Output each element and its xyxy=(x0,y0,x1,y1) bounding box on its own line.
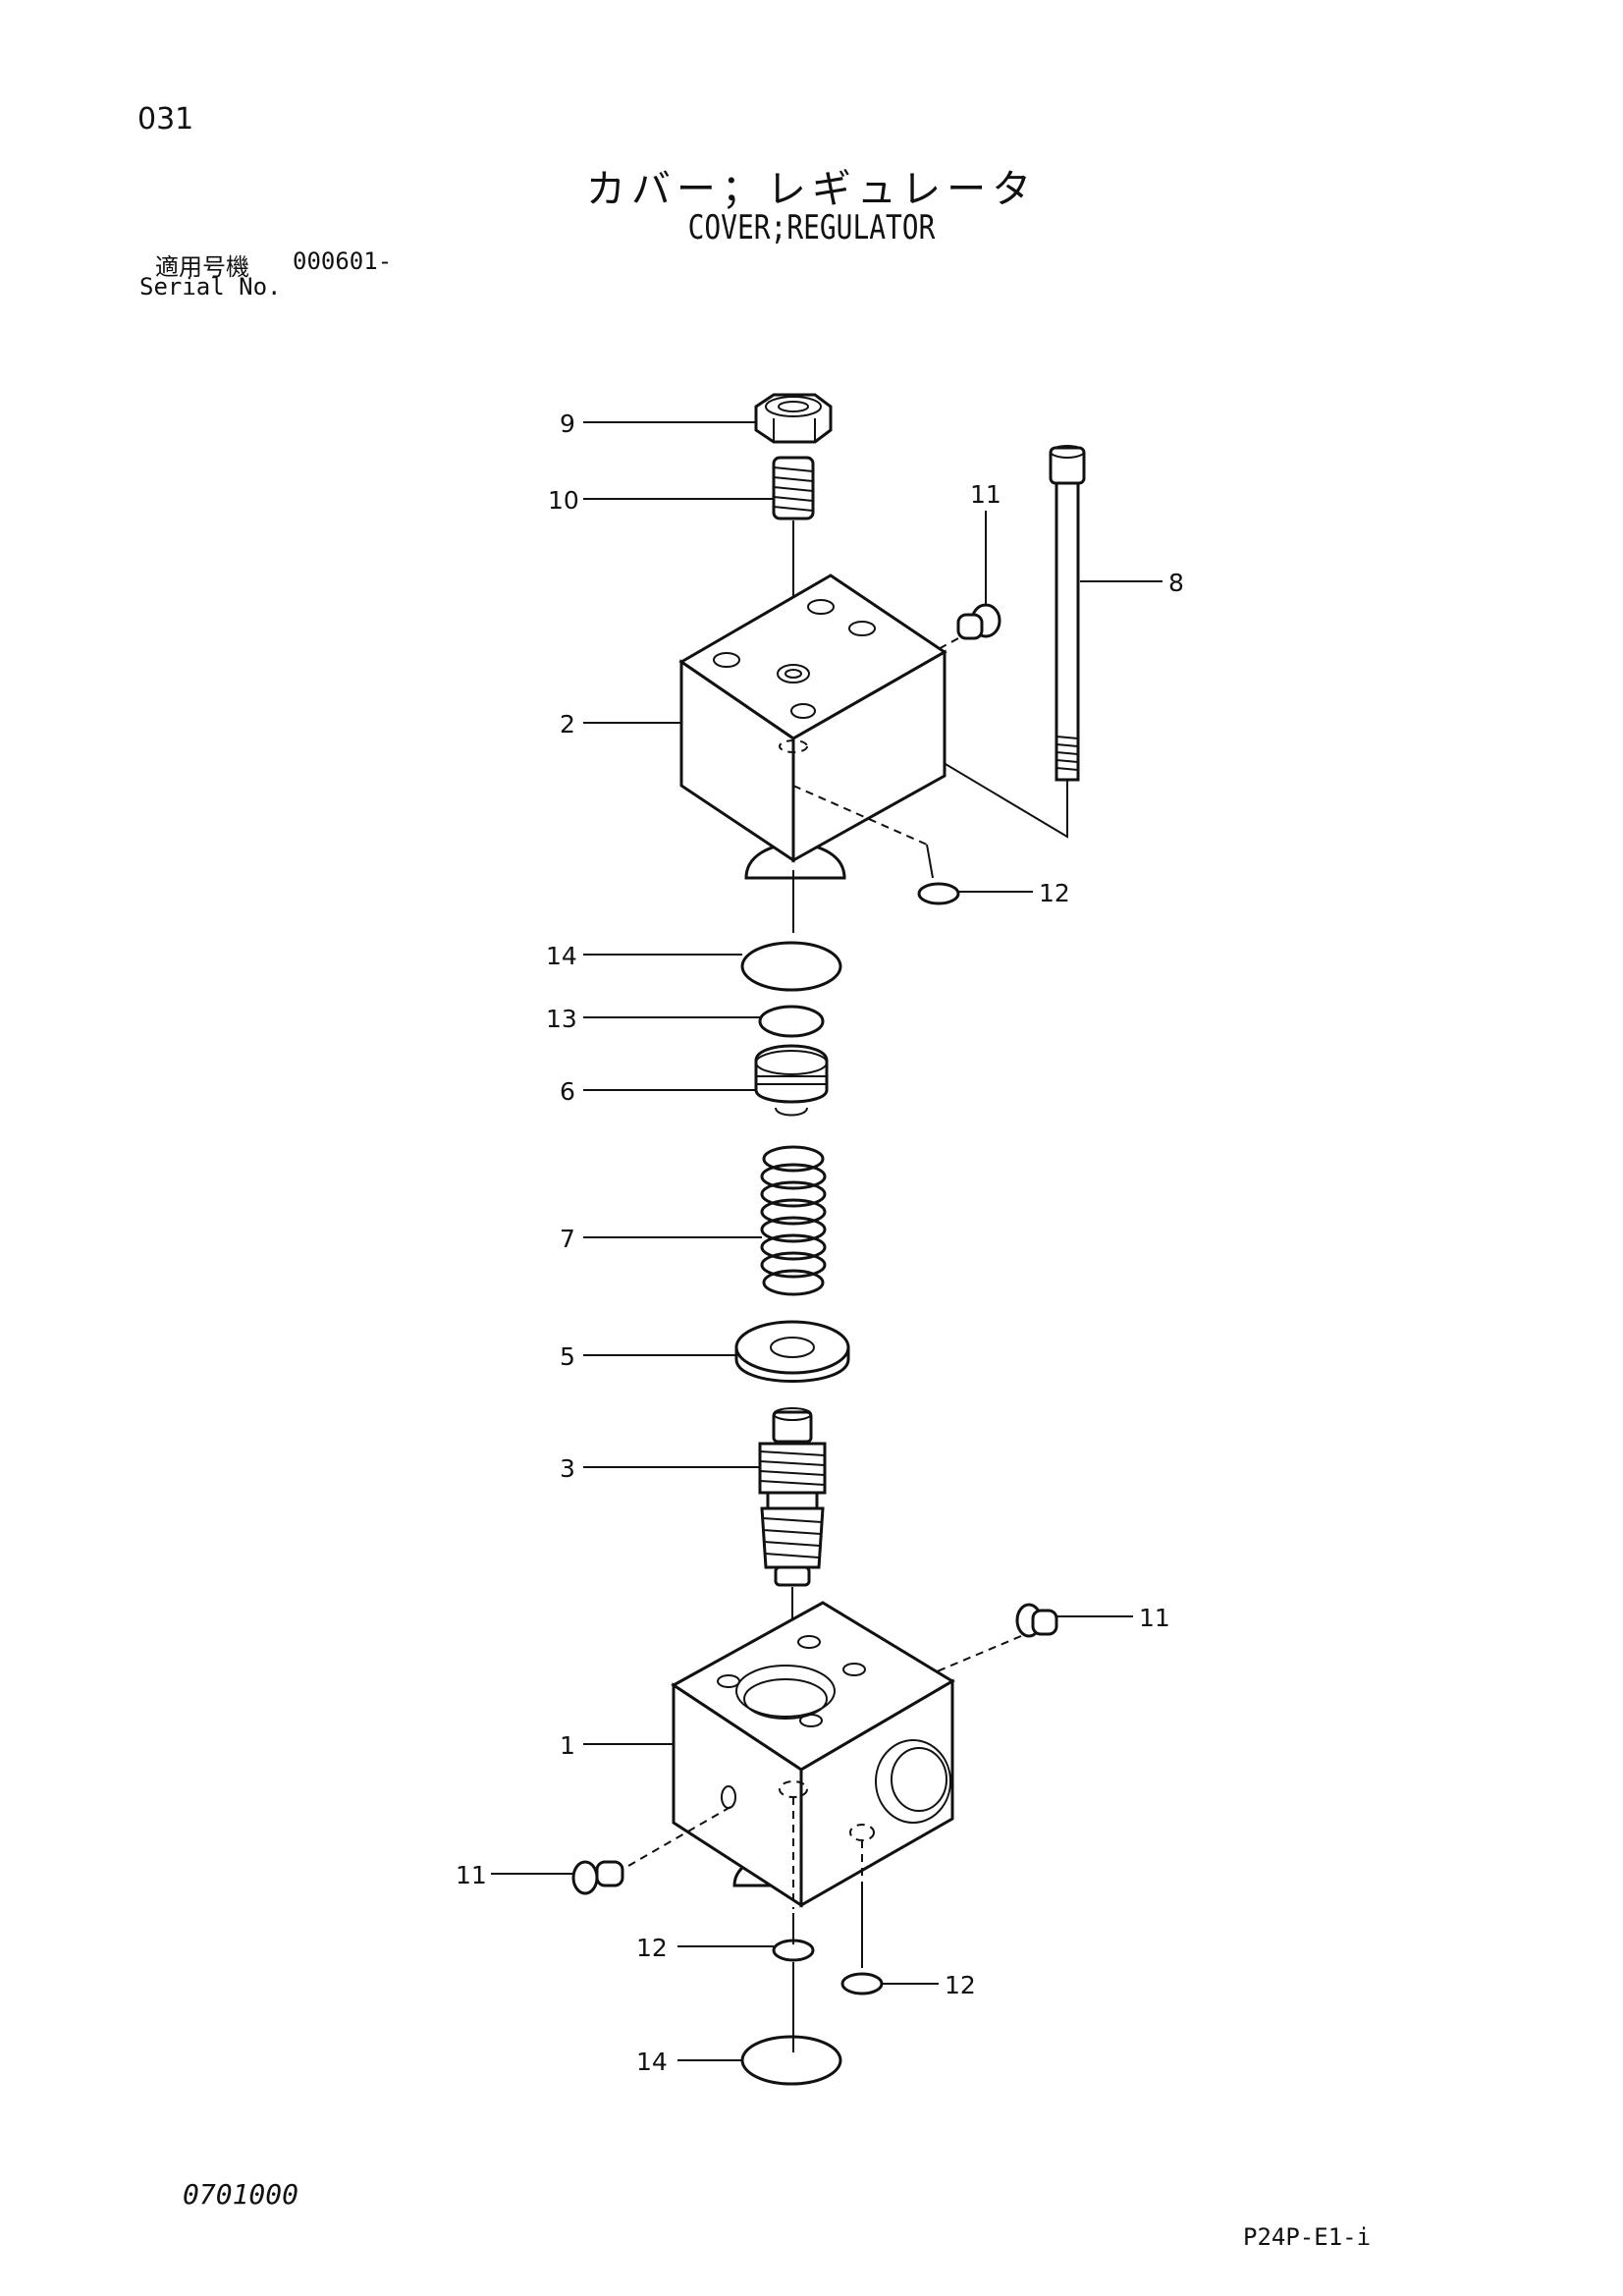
callout-10: 10 xyxy=(548,486,579,515)
title-english: COVER;REGULATOR xyxy=(687,208,936,247)
part-1-lower-block xyxy=(627,1601,955,1909)
part-10-set-screw xyxy=(772,456,815,520)
part-3-threaded-spool xyxy=(758,1407,827,1587)
callout-14-upper: 14 xyxy=(546,942,577,970)
callout-7: 7 xyxy=(560,1225,575,1253)
part-12-o-ring-lower-left xyxy=(772,1939,815,1962)
part-12-o-ring-lower-right xyxy=(840,1972,884,1995)
part-5-washer xyxy=(734,1320,850,1383)
part-13-o-ring xyxy=(758,1005,825,1038)
callout-2: 2 xyxy=(560,710,575,738)
callout-11-left: 11 xyxy=(456,1861,487,1889)
part-9-nut xyxy=(754,393,833,444)
callout-12-lower-right: 12 xyxy=(945,1971,976,1999)
part-14-o-ring-upper xyxy=(740,941,842,992)
part-11-plug-top xyxy=(956,603,1001,640)
title-japanese: カバー；レギュレータ xyxy=(585,167,1038,212)
callout-5: 5 xyxy=(560,1342,575,1371)
callout-12-lower-left: 12 xyxy=(636,1934,668,1962)
callout-labels: 9 10 11 8 2 12 14 13 6 7 5 3 11 1 11 12 … xyxy=(456,410,1184,2076)
part-11-plug-right xyxy=(1015,1603,1058,1638)
serial-label-english: Serial No. xyxy=(139,273,282,301)
leader-lines xyxy=(491,421,1163,2061)
callout-14-lower: 14 xyxy=(636,2048,668,2076)
callout-11-right: 11 xyxy=(1139,1604,1170,1632)
callout-13: 13 xyxy=(546,1005,577,1033)
page-reference: P24P-E1-i xyxy=(1243,2223,1372,2251)
callout-1: 1 xyxy=(560,1731,575,1760)
footer-code: 0701000 xyxy=(183,2178,299,2211)
callout-12-upper: 12 xyxy=(1039,879,1070,907)
callout-11-top: 11 xyxy=(970,480,1001,509)
part-12-o-ring-upper xyxy=(917,882,960,905)
part-6-spring-seat-cap xyxy=(754,1044,829,1117)
part-7-spring xyxy=(760,1145,827,1296)
part-11-plug-left xyxy=(571,1860,624,1895)
part-2-upper-block xyxy=(678,574,947,880)
serial-label-japanese: 適用号機 xyxy=(155,253,249,281)
part-14-o-ring-lower xyxy=(740,2035,842,2086)
callout-6: 6 xyxy=(560,1077,575,1106)
callout-3: 3 xyxy=(560,1454,575,1483)
part-8-long-bolt xyxy=(1049,445,1086,782)
callout-8: 8 xyxy=(1168,569,1184,597)
page-number: 031 xyxy=(137,102,194,137)
serial-number-value: 000601- xyxy=(293,247,393,275)
callout-9: 9 xyxy=(560,410,575,438)
